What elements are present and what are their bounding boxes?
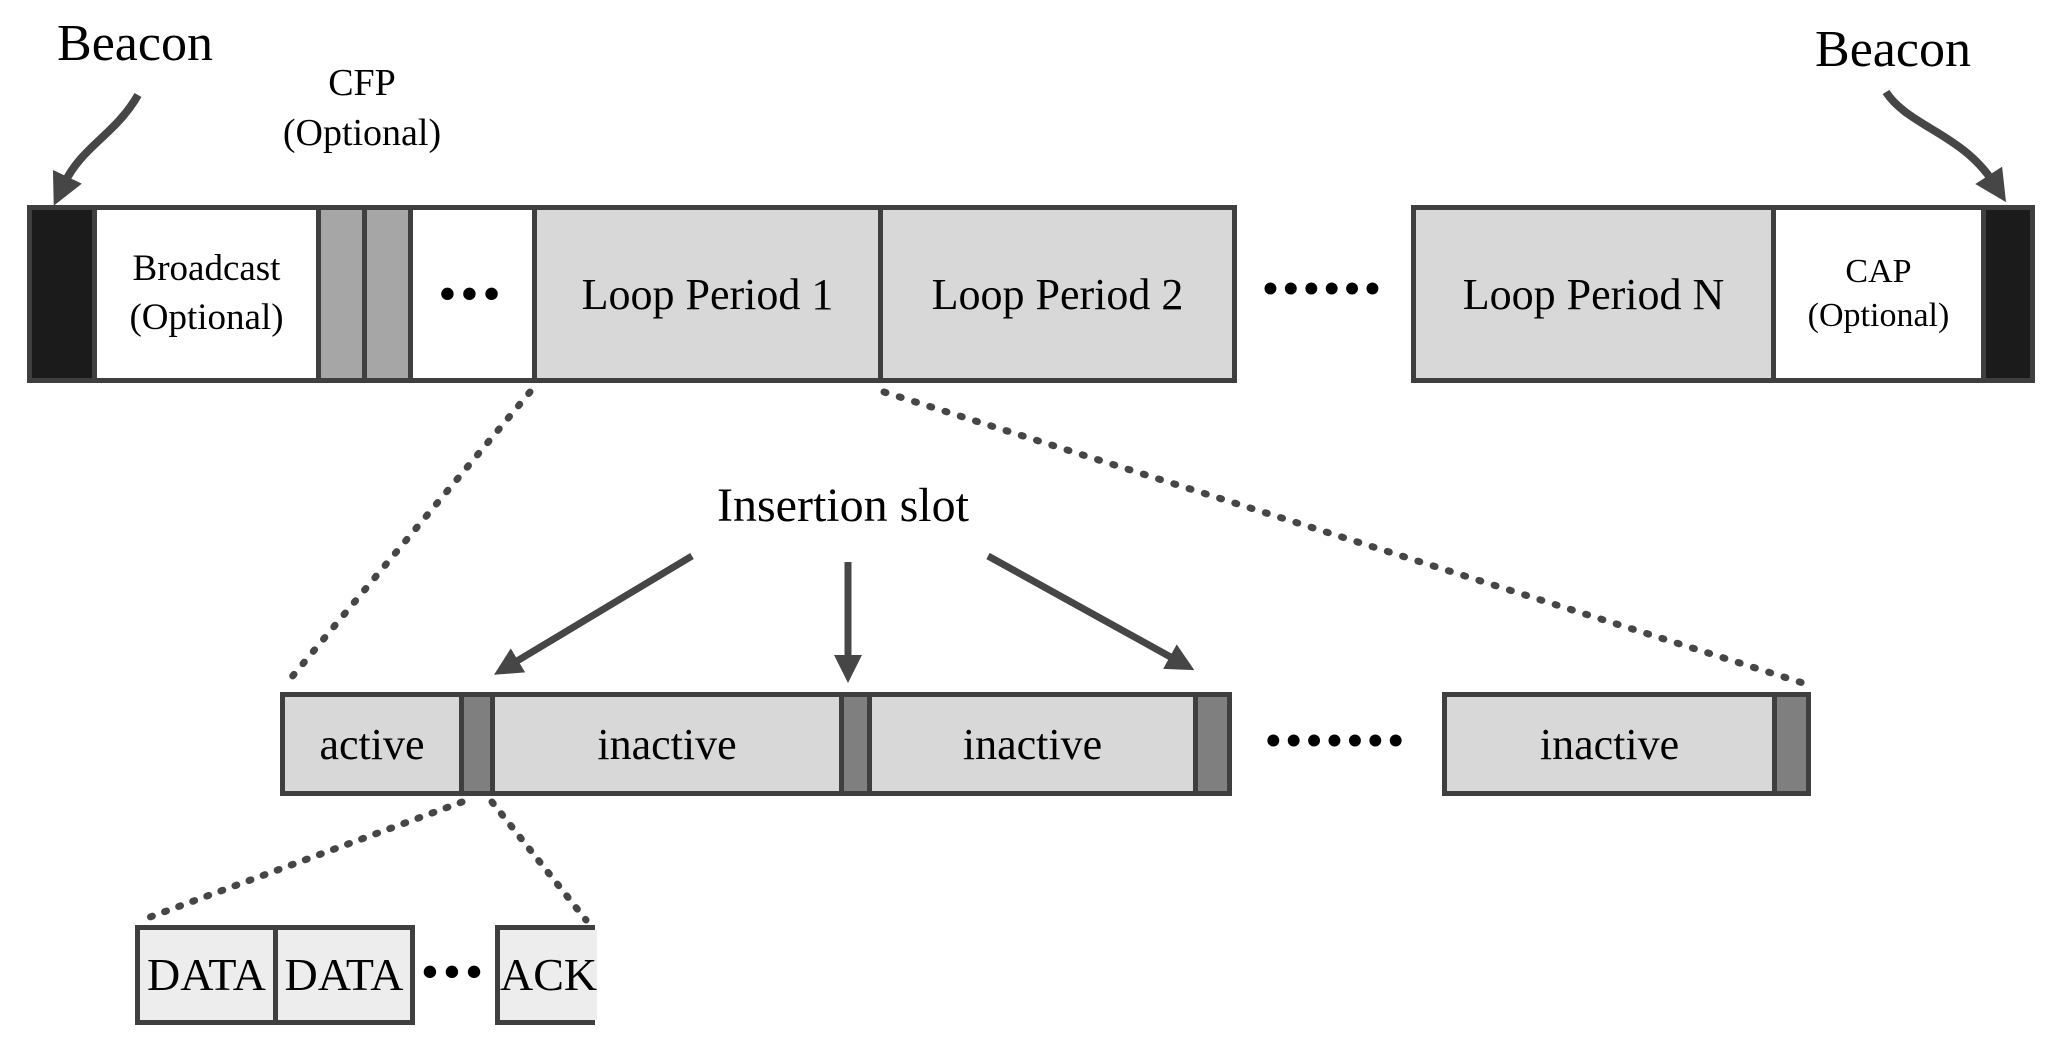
cfp-label-line1: CFP bbox=[328, 62, 396, 104]
cfp-label: CFP (Optional) bbox=[242, 58, 482, 158]
loop-period-1-box: Loop Period 1 bbox=[532, 210, 878, 378]
data-frame-1: DATA bbox=[140, 930, 273, 1020]
beacon-left-arrow bbox=[52, 92, 142, 206]
expansion-line-loop-right bbox=[880, 388, 1810, 688]
ack-frame-box-wrap: ACK bbox=[495, 925, 598, 1025]
data-frame-2: DATA bbox=[273, 930, 410, 1020]
ack-frame: ACK bbox=[500, 930, 598, 1020]
broadcast-box: Broadcast (Optional) bbox=[92, 210, 316, 378]
loop-period-gap-ellipsis: •••••• bbox=[1262, 263, 1386, 313]
insertion-slot-1 bbox=[459, 697, 495, 791]
inactive-slot-box-n: inactive bbox=[1447, 697, 1772, 791]
data-ellipsis: ••• bbox=[421, 945, 489, 997]
broadcast-line1: Broadcast bbox=[132, 248, 281, 290]
inactive-slot-box-n-wrap: inactive bbox=[1442, 692, 1811, 796]
cfp-label-line2: (Optional) bbox=[282, 112, 442, 155]
loop-detail-gap-ellipsis: ••••••• bbox=[1265, 715, 1409, 765]
cap-line1: CAP bbox=[1845, 252, 1912, 290]
insertion-slot-2 bbox=[839, 697, 872, 791]
inactive-slot-box-1: inactive bbox=[495, 697, 839, 791]
cfp-ellipsis: ••• bbox=[408, 210, 532, 378]
superframe-bar-right-run: Loop Period N CAP (Optional) bbox=[1411, 205, 2035, 383]
beacon-right-label: Beacon bbox=[1815, 21, 1971, 78]
superframe-bar-left-run: Broadcast (Optional) ••• Loop Period 1 L… bbox=[27, 205, 1237, 383]
insertion-arrow-left bbox=[493, 552, 694, 675]
expansion-line-active-left bbox=[138, 798, 466, 924]
expansion-line-loop-left bbox=[282, 388, 534, 688]
beacon-left-label: Beacon bbox=[57, 15, 213, 72]
expansion-line-active-right bbox=[488, 798, 590, 924]
beacon-block-right bbox=[1981, 210, 2030, 378]
cfp-slot-1 bbox=[316, 210, 362, 378]
beacon-block-left bbox=[32, 210, 92, 378]
loop-period-n-box: Loop Period N bbox=[1416, 210, 1771, 378]
cfp-slot-2 bbox=[362, 210, 408, 378]
data-frames-box: DATA DATA bbox=[135, 925, 415, 1025]
cap-box: CAP (Optional) bbox=[1771, 210, 1981, 378]
insertion-arrow-right bbox=[986, 552, 1195, 671]
loop-period-2-box: Loop Period 2 bbox=[878, 210, 1232, 378]
broadcast-line2: (Optional) bbox=[129, 297, 284, 338]
insertion-slot-n bbox=[1772, 697, 1806, 791]
inactive-slot-box-2: inactive bbox=[872, 697, 1193, 791]
insertion-slot-3 bbox=[1193, 697, 1227, 791]
active-slot-box: active bbox=[285, 697, 459, 791]
loop-detail-bar: active inactive inactive bbox=[280, 692, 1232, 796]
insertion-slot-label: Insertion slot bbox=[717, 479, 969, 532]
beacon-right-arrow bbox=[1882, 89, 2007, 203]
cap-line2: (Optional) bbox=[1807, 297, 1950, 334]
